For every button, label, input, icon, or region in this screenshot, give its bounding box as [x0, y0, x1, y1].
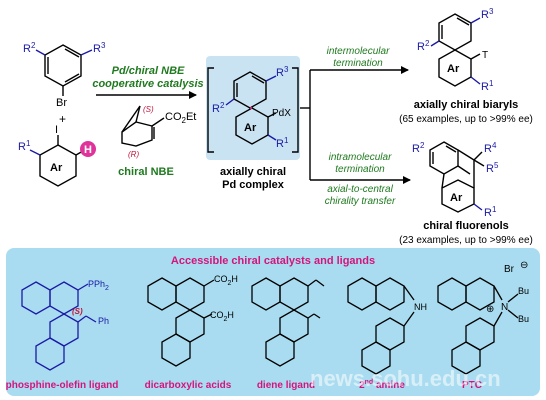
biaryl-structure: [430, 13, 481, 87]
ligand4-label: 2nd amine: [359, 379, 405, 391]
diene-structure: [251, 277, 325, 367]
ligand3-label: diene ligand: [257, 380, 315, 391]
plus-sign: +: [59, 112, 66, 126]
catalysts-panel: [6, 248, 540, 396]
ortho-h: H: [84, 144, 92, 156]
intermediate-caption-2: Pd complex: [222, 179, 285, 191]
chiral-nbe-structure: [121, 105, 165, 147]
branch-arrows: [300, 66, 411, 184]
aryl-bromide-br: Br: [56, 97, 67, 109]
ph-label: Ph: [98, 316, 109, 326]
ligand1-label: phosphine-olefin ligand: [6, 380, 119, 391]
co2h-label-1: CO2H: [214, 274, 238, 287]
biaryl-t: T: [482, 50, 488, 61]
pd-complex-r3: R3: [276, 65, 289, 79]
conditions-line2: cooperative catalysis: [92, 78, 203, 90]
watermark: news.sohu.edu.cn: [310, 366, 501, 391]
biaryl-r3: R3: [481, 7, 494, 21]
n-label: N: [501, 302, 508, 313]
aryl-bromide-structure: [35, 44, 93, 96]
bottom-pathway-label-2: termination: [335, 164, 385, 175]
fluorenol-scope: (23 examples, up to >99% ee): [399, 235, 533, 246]
ptc-structure: [437, 277, 519, 375]
secondary-amine-structure: [347, 277, 415, 375]
co2h-label-2: CO2H: [210, 310, 234, 323]
intermediate-brackets: [207, 67, 299, 153]
minus-sign: ⊖: [520, 260, 528, 271]
pd-complex-ar: Ar: [244, 122, 257, 134]
pph2-label: PPh2: [88, 279, 109, 292]
aryl-iodide-r1: R1: [18, 139, 31, 153]
nbe-name: chiral NBE: [118, 166, 174, 178]
phosphine-olefin-structure: [21, 281, 97, 371]
aryl-iodide-i: I: [55, 124, 58, 136]
nbe-r-label: (R): [128, 150, 139, 159]
fluorenol-r1: R1: [484, 205, 497, 219]
ligand2-label: dicarboxylic acids: [145, 380, 232, 391]
ligand5-label: PTC: [462, 380, 482, 391]
conditions-line1: Pd/chiral NBE: [112, 65, 185, 77]
bottom-pathway-label-1: intramolecular: [329, 152, 392, 163]
aryl-iodide-ar: Ar: [50, 162, 63, 174]
bu-label-1: Bu: [518, 286, 529, 296]
bu-label-2: Bu: [518, 314, 529, 324]
aryl-bromide-r3: R3: [93, 41, 106, 55]
br-anion: Br: [504, 264, 515, 275]
biaryl-scope: (65 examples, up to >99% ee): [399, 114, 533, 125]
fluorenol-ar: Ar: [450, 192, 463, 204]
nbe-ester: CO2Et: [165, 111, 196, 125]
dicarboxylic-acid-structure: [147, 277, 215, 367]
fluorenol-structure: [429, 141, 485, 213]
fluorenol-name: chiral fluorenols: [423, 220, 509, 232]
biaryl-r1: R1: [481, 79, 494, 93]
fluorenol-r2: R2: [412, 141, 425, 155]
bottom-pathway-label-4: chirality transfer: [325, 196, 396, 207]
biaryl-ar: Ar: [447, 63, 460, 75]
top-pathway-label-2: termination: [333, 58, 383, 69]
nh-label: NH: [414, 302, 427, 312]
bottom-pathway-label-3: axial-to-central: [327, 184, 393, 195]
catalysts-panel-title: Accessible chiral catalysts and ligands: [171, 255, 375, 267]
biaryl-name: axially chiral biaryls: [414, 99, 519, 111]
intermediate-caption-1: axially chiral: [220, 166, 286, 178]
pd-complex-r2: R2: [212, 101, 225, 115]
aryl-iodide-structure: [29, 135, 84, 187]
ligand1-s-label: (S): [72, 307, 83, 316]
fluorenol-r4: R4: [484, 141, 497, 155]
fluorenol-r5: R5: [486, 161, 499, 175]
pd-complex-pdx: PdX: [272, 108, 291, 119]
top-pathway-label-1: intermolecular: [327, 46, 390, 57]
ortho-h-highlight: [80, 141, 96, 157]
pd-complex-r1: R1: [276, 136, 289, 150]
nbe-s-label: (S): [143, 105, 154, 114]
aryl-bromide-r2: R2: [23, 41, 36, 55]
biaryl-r2: R2: [417, 39, 430, 53]
plus-circle: ⊕: [486, 304, 494, 315]
